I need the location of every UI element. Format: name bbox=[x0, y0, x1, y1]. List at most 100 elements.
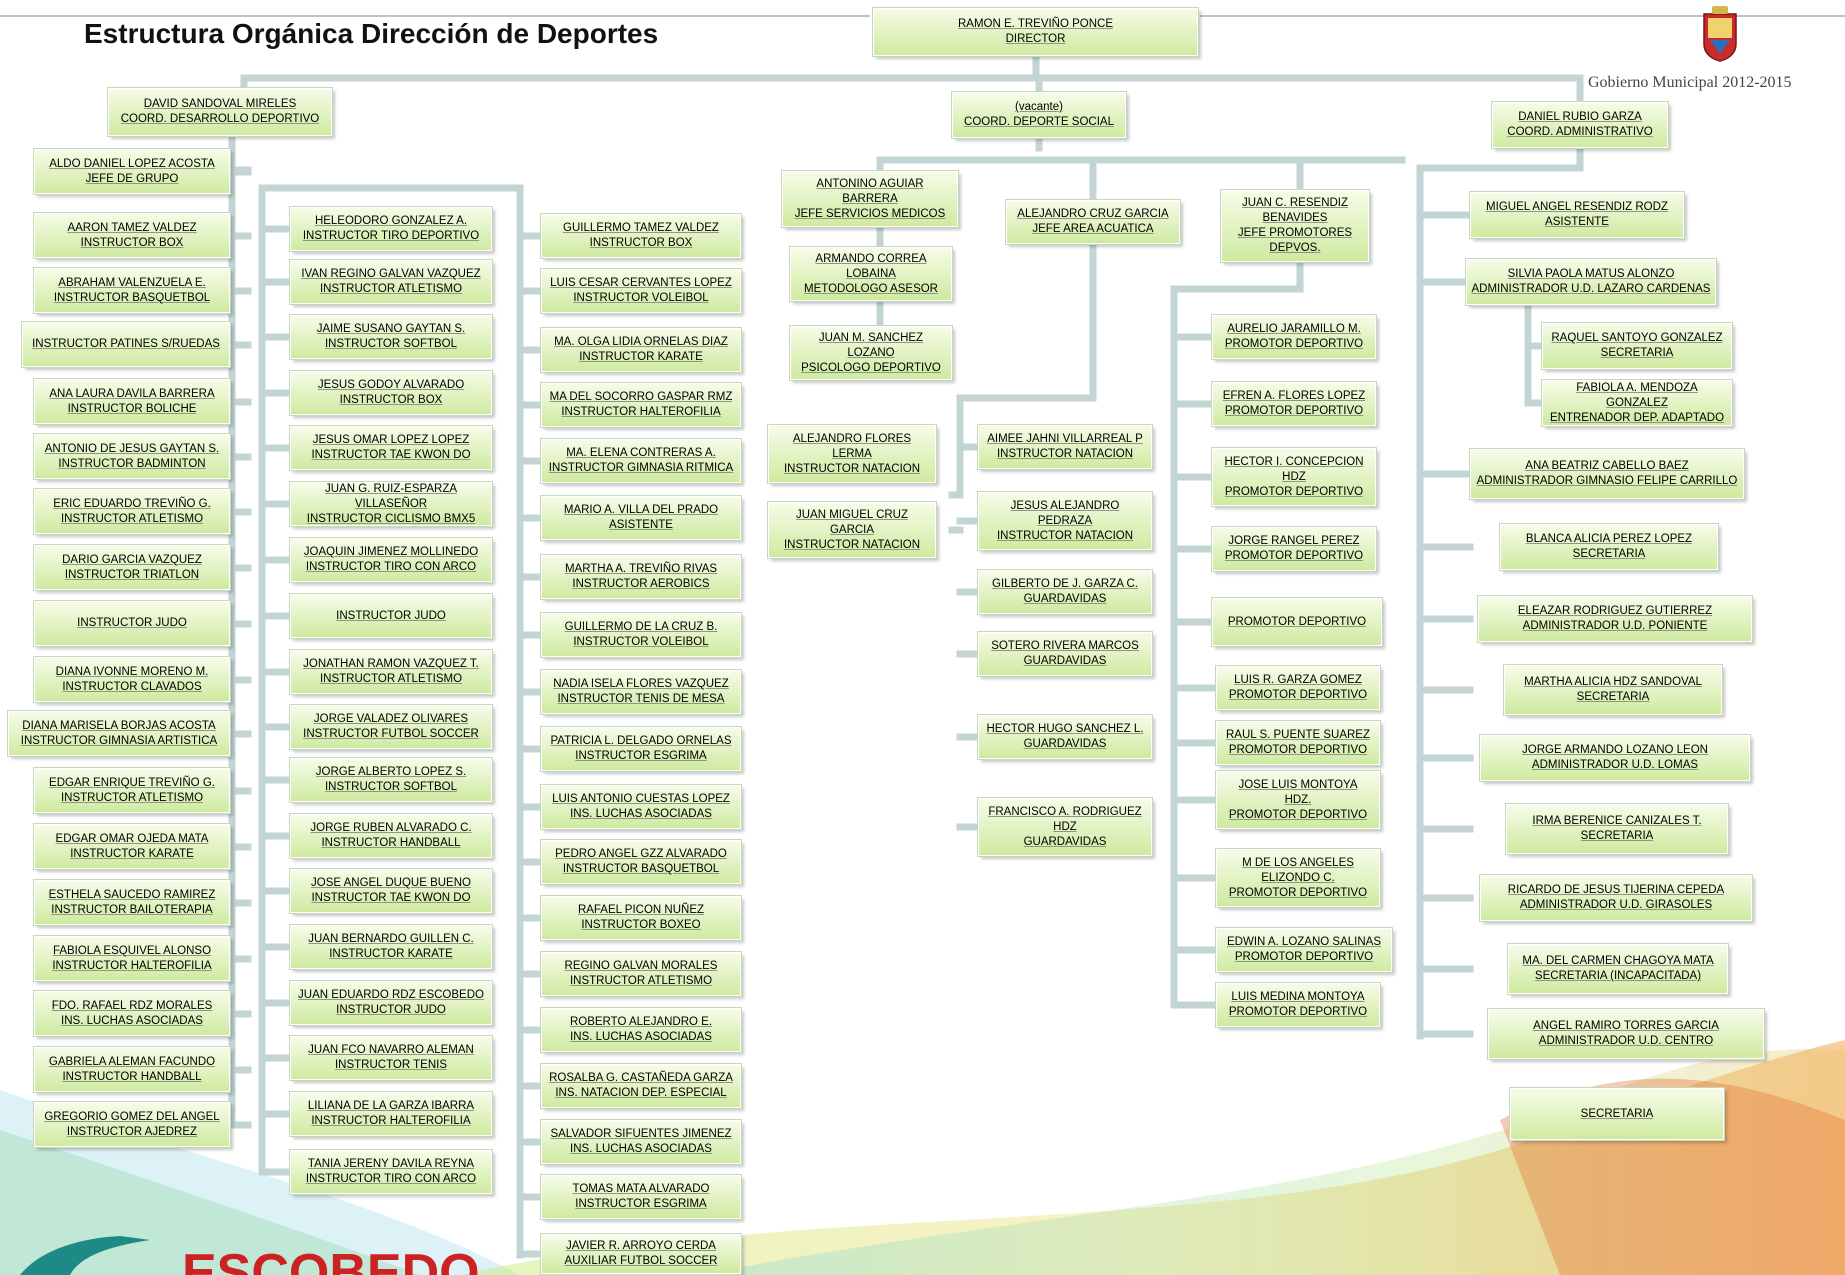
medical-box[interactable]: ANTONINO AGUIAR BARRERA JEFE SERVICIOS M… bbox=[782, 171, 958, 227]
c2-box[interactable]: INSTRUCTOR JUDO bbox=[290, 594, 492, 638]
admin-box[interactable]: ANA BEATRIZ CABELLO BAEZ ADMINISTRADOR G… bbox=[1470, 449, 1744, 499]
coord-desarrollo-box[interactable]: DAVID SANDOVAL MIRELES COORD. DESARROLLO… bbox=[108, 88, 332, 136]
c1-box[interactable]: ANTONIO DE JESUS GAYTAN S. INSTRUCTOR BA… bbox=[34, 434, 230, 479]
c3-box[interactable]: PEDRO ANGEL GZZ ALVARADO INSTRUCTOR BASQ… bbox=[541, 840, 741, 884]
promoter-box[interactable]: LUIS R. GARZA GOMEZ PROMOTOR DEPORTIVO bbox=[1216, 666, 1380, 710]
c1-box[interactable]: GREGORIO GOMEZ DEL ANGEL INSTRUCTOR AJED… bbox=[34, 1102, 230, 1147]
c2-box[interactable]: JAIME SUSANO GAYTAN S. INSTRUCTOR SOFTBO… bbox=[290, 315, 492, 359]
c1-box[interactable]: FABIOLA ESQUIVEL ALONSO INSTRUCTOR HALTE… bbox=[34, 936, 230, 981]
promoter-box[interactable]: HECTOR I. CONCEPCION HDZ PROMOTOR DEPORT… bbox=[1212, 448, 1376, 506]
c1-box[interactable]: DIANA IVONNE MORENO M. INSTRUCTOR CLAVAD… bbox=[34, 657, 230, 702]
c3-label: MA. ELENA CONTRERAS A. INSTRUCTOR GIMNAS… bbox=[548, 447, 734, 474]
c3-box[interactable]: MARIO A. VILLA DEL PRADO ASISTENTE bbox=[541, 496, 741, 540]
c1-box[interactable]: EDGAR OMAR OJEDA MATA INSTRUCTOR KARATE bbox=[34, 824, 230, 869]
c3-box[interactable]: TOMAS MATA ALVARADO INSTRUCTOR ESGRIMA bbox=[541, 1175, 741, 1219]
c2-box[interactable]: JOSE ANGEL DUQUE BUENO INSTRUCTOR TAE KW… bbox=[290, 869, 492, 913]
c3-box[interactable]: ROSALBA G. CASTAÑEDA GARZA INS. NATACION… bbox=[541, 1064, 741, 1108]
admin-box[interactable]: BLANCA ALICIA PEREZ LOPEZ SECRETARIA bbox=[1500, 524, 1718, 570]
c2-box[interactable]: JUAN G. RUIZ-ESPARZA VILLASEÑOR INSTRUCT… bbox=[290, 482, 492, 526]
aquatic-right-box[interactable]: FRANCISCO A. RODRIGUEZ HDZ GUARDAVIDAS bbox=[978, 798, 1152, 856]
c1-box[interactable]: ANA LAURA DAVILA BARRERA INSTRUCTOR BOLI… bbox=[34, 379, 230, 424]
c2-box[interactable]: JORGE RUBEN ALVARADO C. INSTRUCTOR HANDB… bbox=[290, 814, 492, 858]
aquatic-right-box[interactable]: AIMEE JAHNI VILLARREAL P INSTRUCTOR NATA… bbox=[978, 425, 1152, 469]
c2-box[interactable]: JORGE ALBERTO LOPEZ S. INSTRUCTOR SOFTBO… bbox=[290, 758, 492, 802]
admin-box[interactable]: JORGE ARMANDO LOZANO LEON ADMINISTRADOR … bbox=[1480, 735, 1750, 781]
c3-box[interactable]: LUIS ANTONIO CUESTAS LOPEZ INS. LUCHAS A… bbox=[541, 785, 741, 829]
c2-box[interactable]: TANIA JERENY DAVILA REYNA INSTRUCTOR TIR… bbox=[290, 1150, 492, 1194]
c1-box[interactable]: FDO. RAFAEL RDZ MORALES INS. LUCHAS ASOC… bbox=[34, 991, 230, 1036]
c3-box[interactable]: PATRICIA L. DELGADO ORNELAS INSTRUCTOR E… bbox=[541, 727, 741, 771]
c1-box[interactable]: ABRAHAM VALENZUELA E. INSTRUCTOR BASQUET… bbox=[34, 268, 230, 313]
c3-box[interactable]: NADIA ISELA FLORES VAZQUEZ INSTRUCTOR TE… bbox=[541, 670, 741, 714]
promoter-box[interactable]: JOSE LUIS MONTOYA HDZ. PROMOTOR DEPORTIV… bbox=[1216, 771, 1380, 829]
promoter-box[interactable]: AURELIO JARAMILLO M. PROMOTOR DEPORTIVO bbox=[1212, 315, 1376, 359]
c1-box[interactable]: ALDO DANIEL LOPEZ ACOSTA JEFE DE GRUPO bbox=[34, 149, 230, 194]
admin-box[interactable]: SECRETARIA bbox=[1510, 1088, 1724, 1140]
aquatic-left-box[interactable]: JUAN MIGUEL CRUZ GARCIA INSTRUCTOR NATAC… bbox=[768, 502, 936, 558]
medical-box[interactable]: ARMANDO CORREA LOBAINA METODOLOGO ASESOR bbox=[790, 247, 952, 301]
c1-box[interactable]: GABRIELA ALEMAN FACUNDO INSTRUCTOR HANDB… bbox=[34, 1047, 230, 1092]
c3-box[interactable]: MA. ELENA CONTRERAS A. INSTRUCTOR GIMNAS… bbox=[541, 439, 741, 483]
promoter-box[interactable]: EDWIN A. LOZANO SALINAS PROMOTOR DEPORTI… bbox=[1216, 928, 1392, 972]
c2-box[interactable]: JESUS OMAR LOPEZ LOPEZ INSTRUCTOR TAE KW… bbox=[290, 426, 492, 470]
admin-box[interactable]: IRMA BERENICE CANIZALES T. SECRETARIA bbox=[1506, 804, 1728, 854]
aquatic-right-box[interactable]: GILBERTO DE J. GARZA C. GUARDAVIDAS bbox=[978, 570, 1152, 614]
promoter-box[interactable]: JORGE RANGEL PEREZ PROMOTOR DEPORTIVO bbox=[1212, 527, 1376, 571]
promoter-box[interactable]: LUIS MEDINA MONTOYA PROMOTOR DEPORTIVO bbox=[1216, 983, 1380, 1027]
c3-box[interactable]: RAFAEL PICON NUÑEZ INSTRUCTOR BOXEO bbox=[541, 896, 741, 940]
c2-box[interactable]: JOAQUIN JIMENEZ MOLLINEDO INSTRUCTOR TIR… bbox=[290, 538, 492, 582]
admin-box[interactable]: SILVIA PAOLA MATUS ALONZO ADMINISTRADOR … bbox=[1466, 259, 1716, 305]
c1-box[interactable]: ESTHELA SAUCEDO RAMIREZ INSTRUCTOR BAILO… bbox=[34, 880, 230, 925]
admin-box[interactable]: RICARDO DE JESUS TIJERINA CEPEDA ADMINIS… bbox=[1480, 875, 1752, 921]
c3-box[interactable]: SALVADOR SIFUENTES JIMENEZ INS. LUCHAS A… bbox=[541, 1120, 741, 1164]
c3-box[interactable]: LUIS CESAR CERVANTES LOPEZ INSTRUCTOR VO… bbox=[541, 269, 741, 313]
jefe-acuatica-box[interactable]: ALEJANDRO CRUZ GARCIA JEFE AREA ACUATICA bbox=[1006, 200, 1180, 244]
jefe-promotores-box[interactable]: JUAN C. RESENDIZ BENAVIDES JEFE PROMOTOR… bbox=[1221, 190, 1369, 262]
promoter-box[interactable]: M DE LOS ANGELES ELIZONDO C. PROMOTOR DE… bbox=[1216, 849, 1380, 907]
c2-box[interactable]: JORGE VALADEZ OLIVARES INSTRUCTOR FUTBOL… bbox=[290, 705, 492, 749]
c1-box[interactable]: EDGAR ENRIQUE TREVIÑO G. INSTRUCTOR ATLE… bbox=[34, 768, 230, 813]
c3-box[interactable]: JAVIER R. ARROYO CERDA AUXILIAR FUTBOL S… bbox=[541, 1234, 741, 1274]
c3-box[interactable]: GUILLERMO DE LA CRUZ B. INSTRUCTOR VOLEI… bbox=[541, 613, 741, 657]
director-box[interactable]: RAMON E. TREVIÑO PONCE DIRECTOR bbox=[873, 8, 1198, 56]
coord-desarrollo-label: DAVID SANDOVAL MIRELES COORD. DESARROLLO… bbox=[120, 98, 320, 125]
c2-box[interactable]: JUAN BERNARDO GUILLEN C. INSTRUCTOR KARA… bbox=[290, 925, 492, 969]
aquatic-right-box[interactable]: SOTERO RIVERA MARCOS GUARDAVIDAS bbox=[978, 632, 1152, 676]
promoter-box[interactable]: PROMOTOR DEPORTIVO bbox=[1212, 598, 1382, 646]
admin-box[interactable]: MARTHA ALICIA HDZ SANDOVAL SECRETARIA bbox=[1504, 665, 1722, 715]
c1-box[interactable]: DIANA MARISELA BORJAS ACOSTA INSTRUCTOR … bbox=[8, 711, 230, 756]
aquatic-left-box[interactable]: ALEJANDRO FLORES LERMA INSTRUCTOR NATACI… bbox=[768, 425, 936, 483]
c1-box[interactable]: AARON TAMEZ VALDEZ INSTRUCTOR BOX bbox=[34, 213, 230, 258]
medical-box[interactable]: JUAN M. SANCHEZ LOZANO PSICOLOGO DEPORTI… bbox=[790, 326, 952, 380]
c1-box[interactable]: DARIO GARCIA VAZQUEZ INSTRUCTOR TRIATLON bbox=[34, 545, 230, 590]
c1-box[interactable]: INSTRUCTOR JUDO bbox=[34, 601, 230, 646]
c3-box[interactable]: MARTHA A. TREVIÑO RIVAS INSTRUCTOR AEROB… bbox=[541, 555, 741, 599]
promoter-box[interactable]: EFREN A. FLORES LOPEZ PROMOTOR DEPORTIVO bbox=[1212, 382, 1376, 426]
c2-box[interactable]: HELEODORO GONZALEZ A. INSTRUCTOR TIRO DE… bbox=[290, 207, 492, 251]
c2-box[interactable]: LILIANA DE LA GARZA IBARRA INSTRUCTOR HA… bbox=[290, 1092, 492, 1136]
c3-box[interactable]: REGINO GALVAN MORALES INSTRUCTOR ATLETIS… bbox=[541, 952, 741, 996]
c1-box[interactable]: INSTRUCTOR PATINES S/RUEDAS bbox=[22, 322, 230, 367]
admin-box[interactable]: MIGUEL ANGEL RESENDIZ RODZ ASISTENTE bbox=[1470, 192, 1684, 238]
promoter-box[interactable]: RAUL S. PUENTE SUAREZ PROMOTOR DEPORTIVO bbox=[1216, 721, 1380, 765]
admin-box[interactable]: RAQUEL SANTOYO GONZALEZ SECRETARIA bbox=[1542, 323, 1732, 369]
c2-box[interactable]: JESUS GODOY ALVARADO INSTRUCTOR BOX bbox=[290, 371, 492, 415]
admin-box[interactable]: FABIOLA A. MENDOZA GONZALEZ ENTRENADOR D… bbox=[1542, 380, 1732, 426]
c2-box[interactable]: JUAN FCO NAVARRO ALEMAN INSTRUCTOR TENIS bbox=[290, 1036, 492, 1080]
aquatic-right-box[interactable]: HECTOR HUGO SANCHEZ L. GUARDAVIDAS bbox=[978, 715, 1152, 759]
c2-box[interactable]: IVAN REGINO GALVAN VAZQUEZ INSTRUCTOR AT… bbox=[290, 260, 492, 304]
c2-box[interactable]: JONATHAN RAMON VAZQUEZ T. INSTRUCTOR ATL… bbox=[290, 650, 492, 694]
c3-box[interactable]: MA DEL SOCORRO GASPAR RMZ INSTRUCTOR HAL… bbox=[541, 383, 741, 427]
c3-box[interactable]: MA. OLGA LIDIA ORNELAS DIAZ INSTRUCTOR K… bbox=[541, 328, 741, 372]
admin-box[interactable]: MA. DEL CARMEN CHAGOYA MATA SECRETARIA (… bbox=[1508, 944, 1728, 994]
coord-admin-box[interactable]: DANIEL RUBIO GARZA COORD. ADMINISTRATIVO bbox=[1492, 102, 1668, 148]
c3-box[interactable]: GUILLERMO TAMEZ VALDEZ INSTRUCTOR BOX bbox=[541, 214, 741, 258]
promoter-label: LUIS MEDINA MONTOYA PROMOTOR DEPORTIVO bbox=[1228, 991, 1368, 1018]
admin-box[interactable]: ELEAZAR RODRIGUEZ GUTIERREZ ADMINISTRADO… bbox=[1478, 596, 1752, 642]
aquatic-right-box[interactable]: JESUS ALEJANDRO PEDRAZA INSTRUCTOR NATAC… bbox=[978, 492, 1152, 550]
coord-social-box[interactable]: (vacante) COORD. DEPORTE SOCIAL bbox=[952, 92, 1126, 138]
c1-box[interactable]: ERIC EDUARDO TREVIÑO G. INSTRUCTOR ATLET… bbox=[34, 489, 230, 534]
admin-box[interactable]: ANGEL RAMIRO TORRES GARCIA ADMINISTRADOR… bbox=[1488, 1009, 1764, 1059]
c2-box[interactable]: JUAN EDUARDO RDZ ESCOBEDO INSTRUCTOR JUD… bbox=[290, 981, 492, 1025]
c3-box[interactable]: ROBERTO ALEJANDRO E. INS. LUCHAS ASOCIAD… bbox=[541, 1008, 741, 1052]
